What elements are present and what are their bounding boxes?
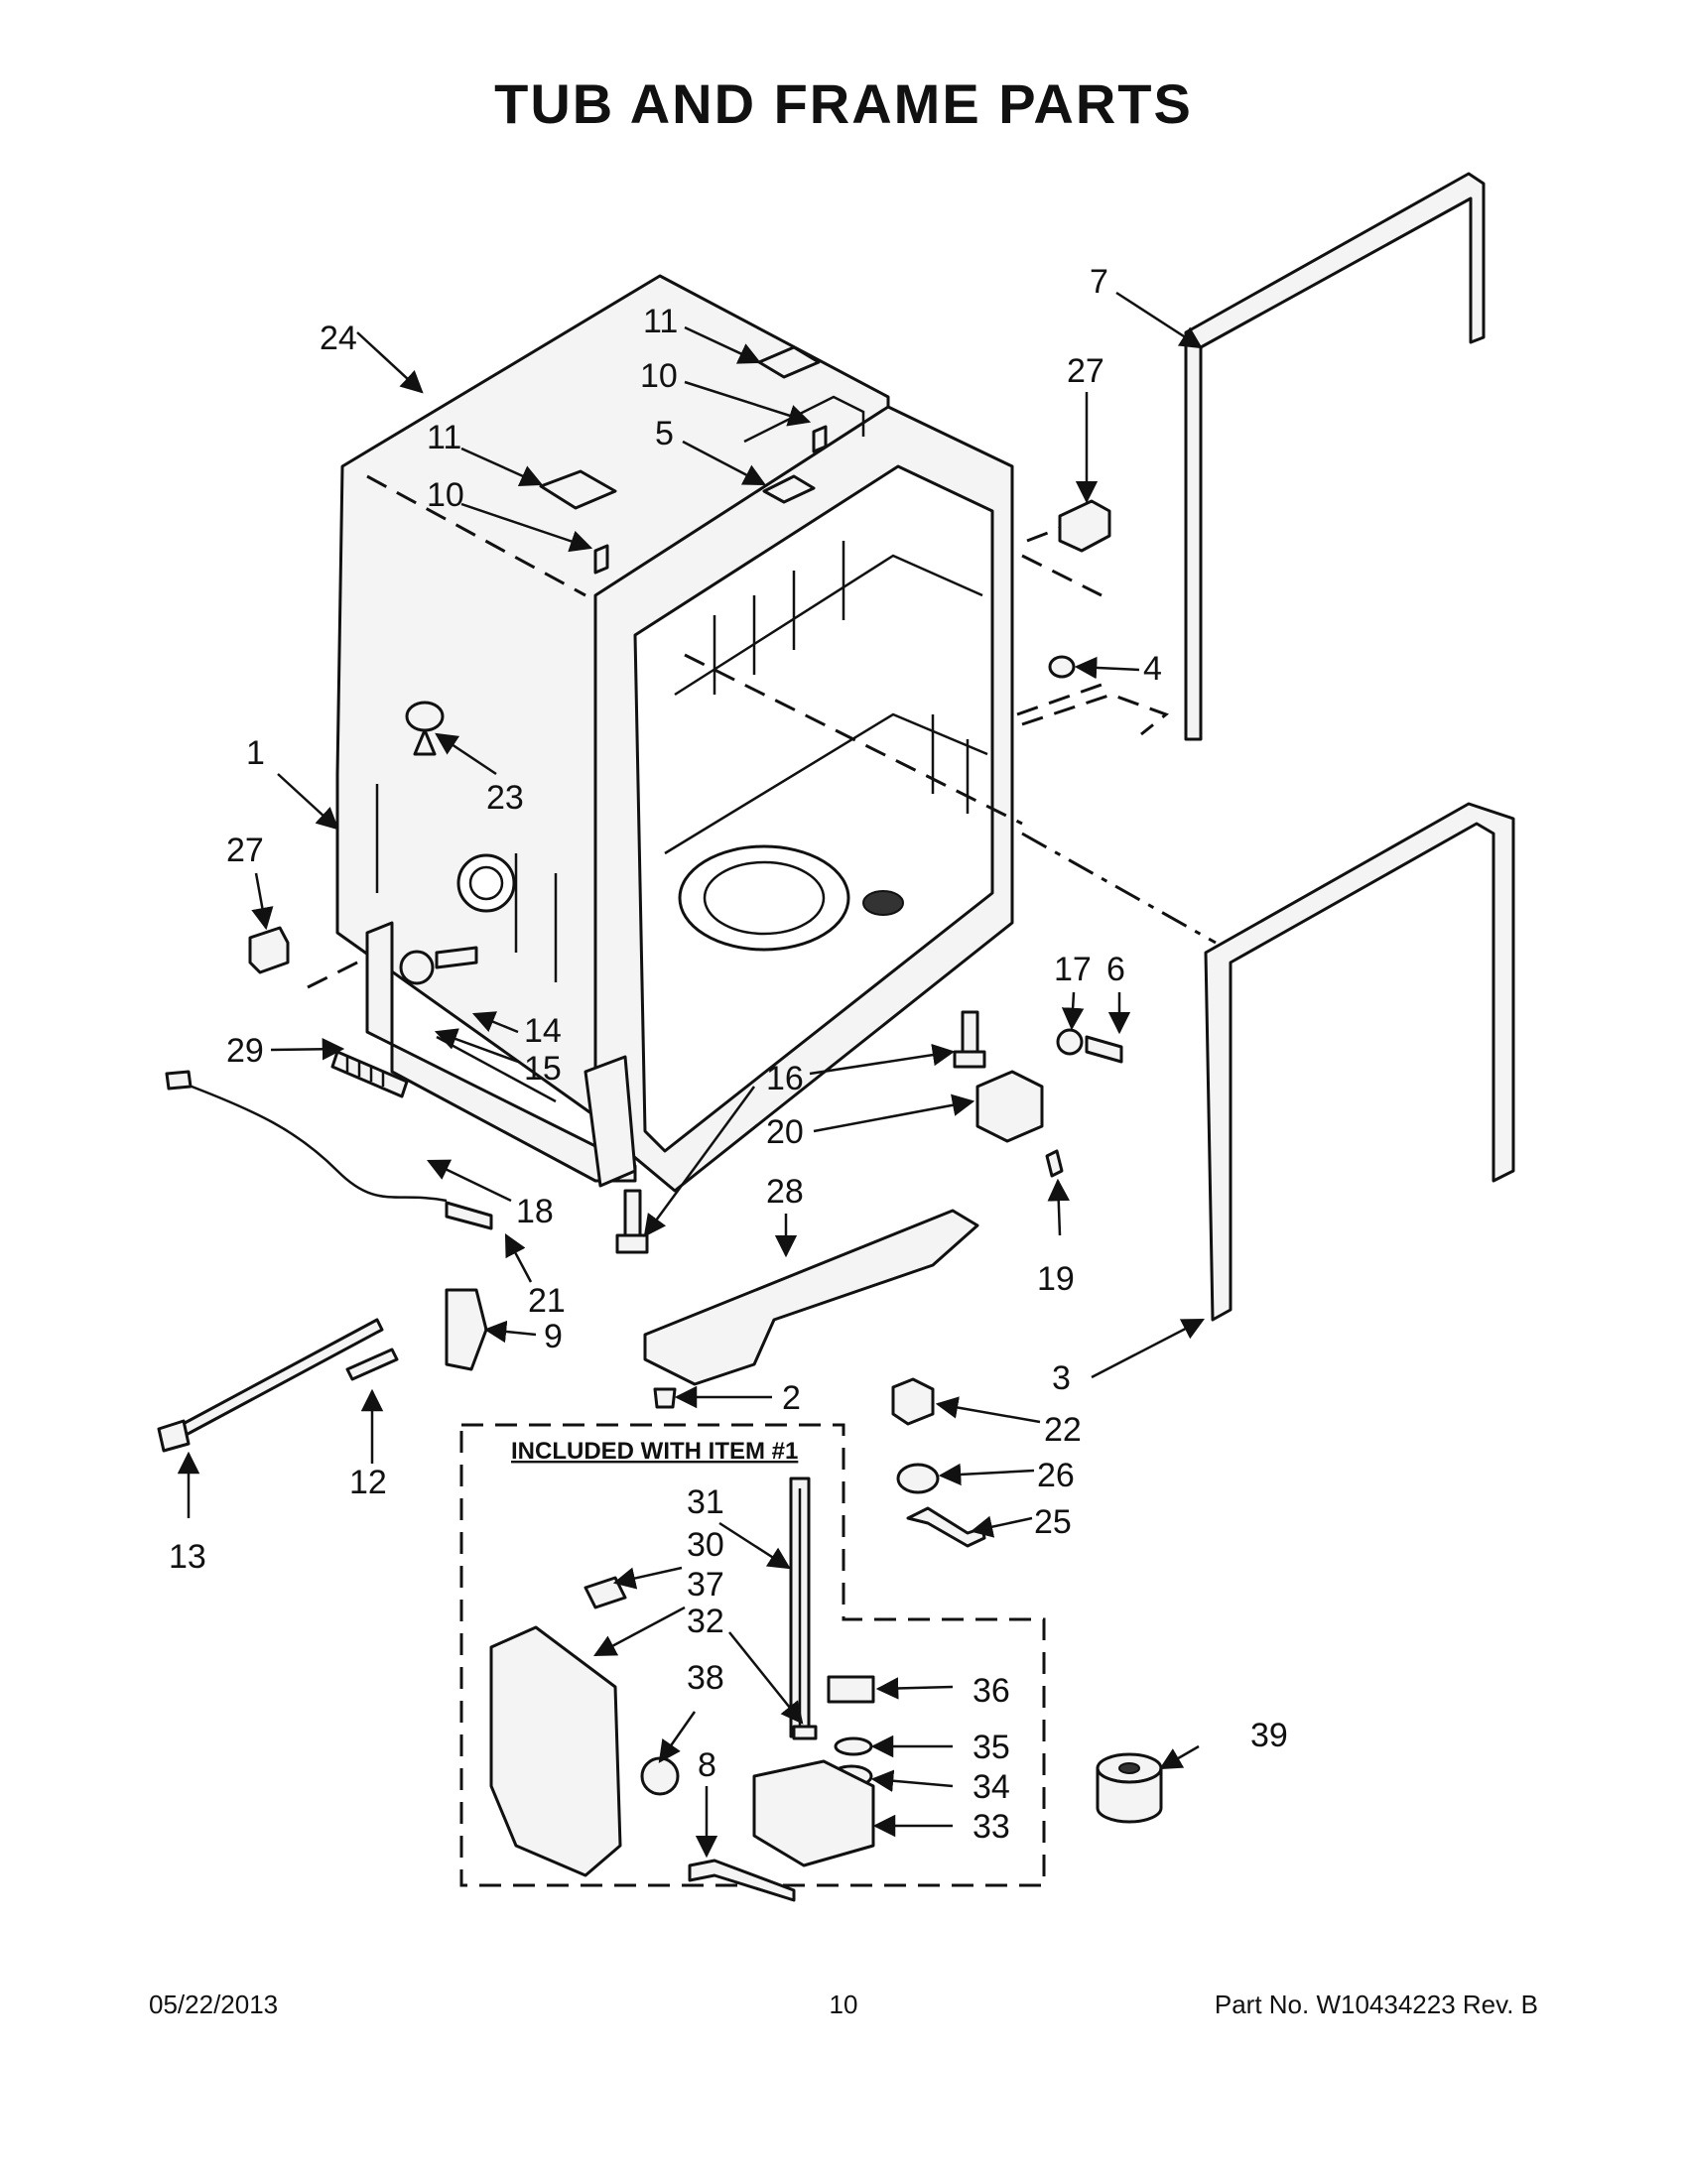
cable-connector	[445, 1201, 493, 1230]
callout-26: 26	[1037, 1457, 1075, 1494]
callout-28: 28	[766, 1173, 804, 1211]
leader-lines	[177, 291, 1205, 1859]
callout-5: 5	[655, 415, 674, 452]
page-title: TUB AND FRAME PARTS	[494, 72, 1193, 135]
included-label: INCLUDED WITH ITEM #1	[511, 1438, 798, 1465]
callout-27: 27	[226, 832, 264, 869]
washer	[1056, 1028, 1084, 1056]
included-box	[459, 1423, 1046, 1887]
callout-15: 15	[524, 1050, 562, 1088]
hinge-bracket-left	[539, 469, 617, 510]
callout-39: 39	[1250, 1717, 1288, 1754]
callout-34: 34	[973, 1768, 1010, 1806]
hinge-bracket-top	[757, 345, 821, 379]
callout-20: 20	[766, 1113, 804, 1151]
callout-23: 23	[486, 779, 524, 817]
housing-33	[752, 1759, 875, 1867]
bolt-19	[1045, 1149, 1064, 1178]
top-clip	[762, 474, 816, 504]
callout-19: 19	[1037, 1260, 1075, 1298]
callout-25: 25	[1034, 1503, 1072, 1541]
callout-18: 18	[516, 1193, 554, 1230]
callout-7: 7	[1090, 263, 1108, 301]
callout-29: 29	[226, 1032, 264, 1070]
callout-24: 24	[320, 320, 357, 357]
nut-14	[399, 950, 435, 985]
callout-27: 27	[1067, 352, 1104, 390]
callout-3: 3	[1052, 1359, 1071, 1397]
mounting-bracket	[975, 1070, 1044, 1143]
callout-10: 10	[640, 357, 678, 395]
screw-12	[345, 1348, 399, 1381]
tub-inner-back-wall	[674, 554, 983, 697]
screw-6	[1085, 1035, 1123, 1064]
callout-10: 10	[427, 476, 464, 514]
cap-36	[827, 1675, 875, 1704]
tub-gasket-bottom	[1204, 802, 1515, 1322]
part-22	[891, 1377, 935, 1426]
part-25	[906, 1506, 986, 1548]
clip-9	[445, 1288, 488, 1371]
vent-37	[489, 1625, 622, 1877]
callout-16: 16	[766, 1060, 804, 1097]
callout-31: 31	[687, 1483, 724, 1521]
door-gasket-top	[1184, 172, 1486, 741]
tub-assembly	[335, 274, 1014, 1193]
callout-22: 22	[1044, 1411, 1082, 1449]
callout-21: 21	[528, 1282, 566, 1320]
leveling-leg-b	[623, 1189, 642, 1237]
callout-8: 8	[698, 1746, 716, 1784]
callout-32: 32	[687, 1603, 724, 1640]
screw-2	[653, 1387, 677, 1409]
part-26	[896, 1463, 940, 1494]
tub-inner-opening	[633, 464, 994, 1153]
callout-1: 1	[246, 734, 265, 772]
callout-6: 6	[1106, 951, 1125, 988]
callout-36: 36	[973, 1672, 1010, 1710]
leveling-leg-a	[961, 1010, 979, 1054]
callout-33: 33	[973, 1808, 1010, 1846]
ring-32	[792, 1725, 818, 1740]
callout-13: 13	[169, 1538, 206, 1576]
footer-page-number: 10	[829, 1990, 858, 2019]
callout-17: 17	[1054, 951, 1092, 988]
plug	[1048, 655, 1076, 679]
callout-4: 4	[1143, 650, 1162, 688]
sensor-8	[688, 1859, 796, 1902]
callout-37: 37	[687, 1566, 724, 1604]
callout-labels: 24 11 10 5 11 10 7 27 4 23 1 27 14 15 29…	[169, 263, 1288, 1846]
side-plug	[405, 701, 445, 732]
bumper-right	[1058, 499, 1111, 553]
footer-part-number: Part No. W10434223 Rev. B	[1214, 1990, 1538, 2019]
bumper-left	[248, 926, 290, 974]
callout-38: 38	[687, 1659, 724, 1697]
callout-30: 30	[687, 1526, 724, 1564]
power-cord	[178, 1080, 448, 1203]
callout-14: 14	[524, 1012, 562, 1050]
filter-38	[640, 1756, 680, 1796]
callout-11: 11	[643, 303, 678, 340]
ring-35	[834, 1736, 873, 1756]
toe-plate	[643, 1209, 979, 1386]
footer-date: 05/22/2013	[149, 1990, 279, 2019]
part-39	[1096, 1752, 1163, 1824]
callout-35: 35	[973, 1729, 1010, 1766]
callout-12: 12	[349, 1464, 387, 1501]
callout-11: 11	[427, 419, 461, 456]
callout-2: 2	[782, 1379, 801, 1417]
callout-9: 9	[544, 1318, 563, 1355]
